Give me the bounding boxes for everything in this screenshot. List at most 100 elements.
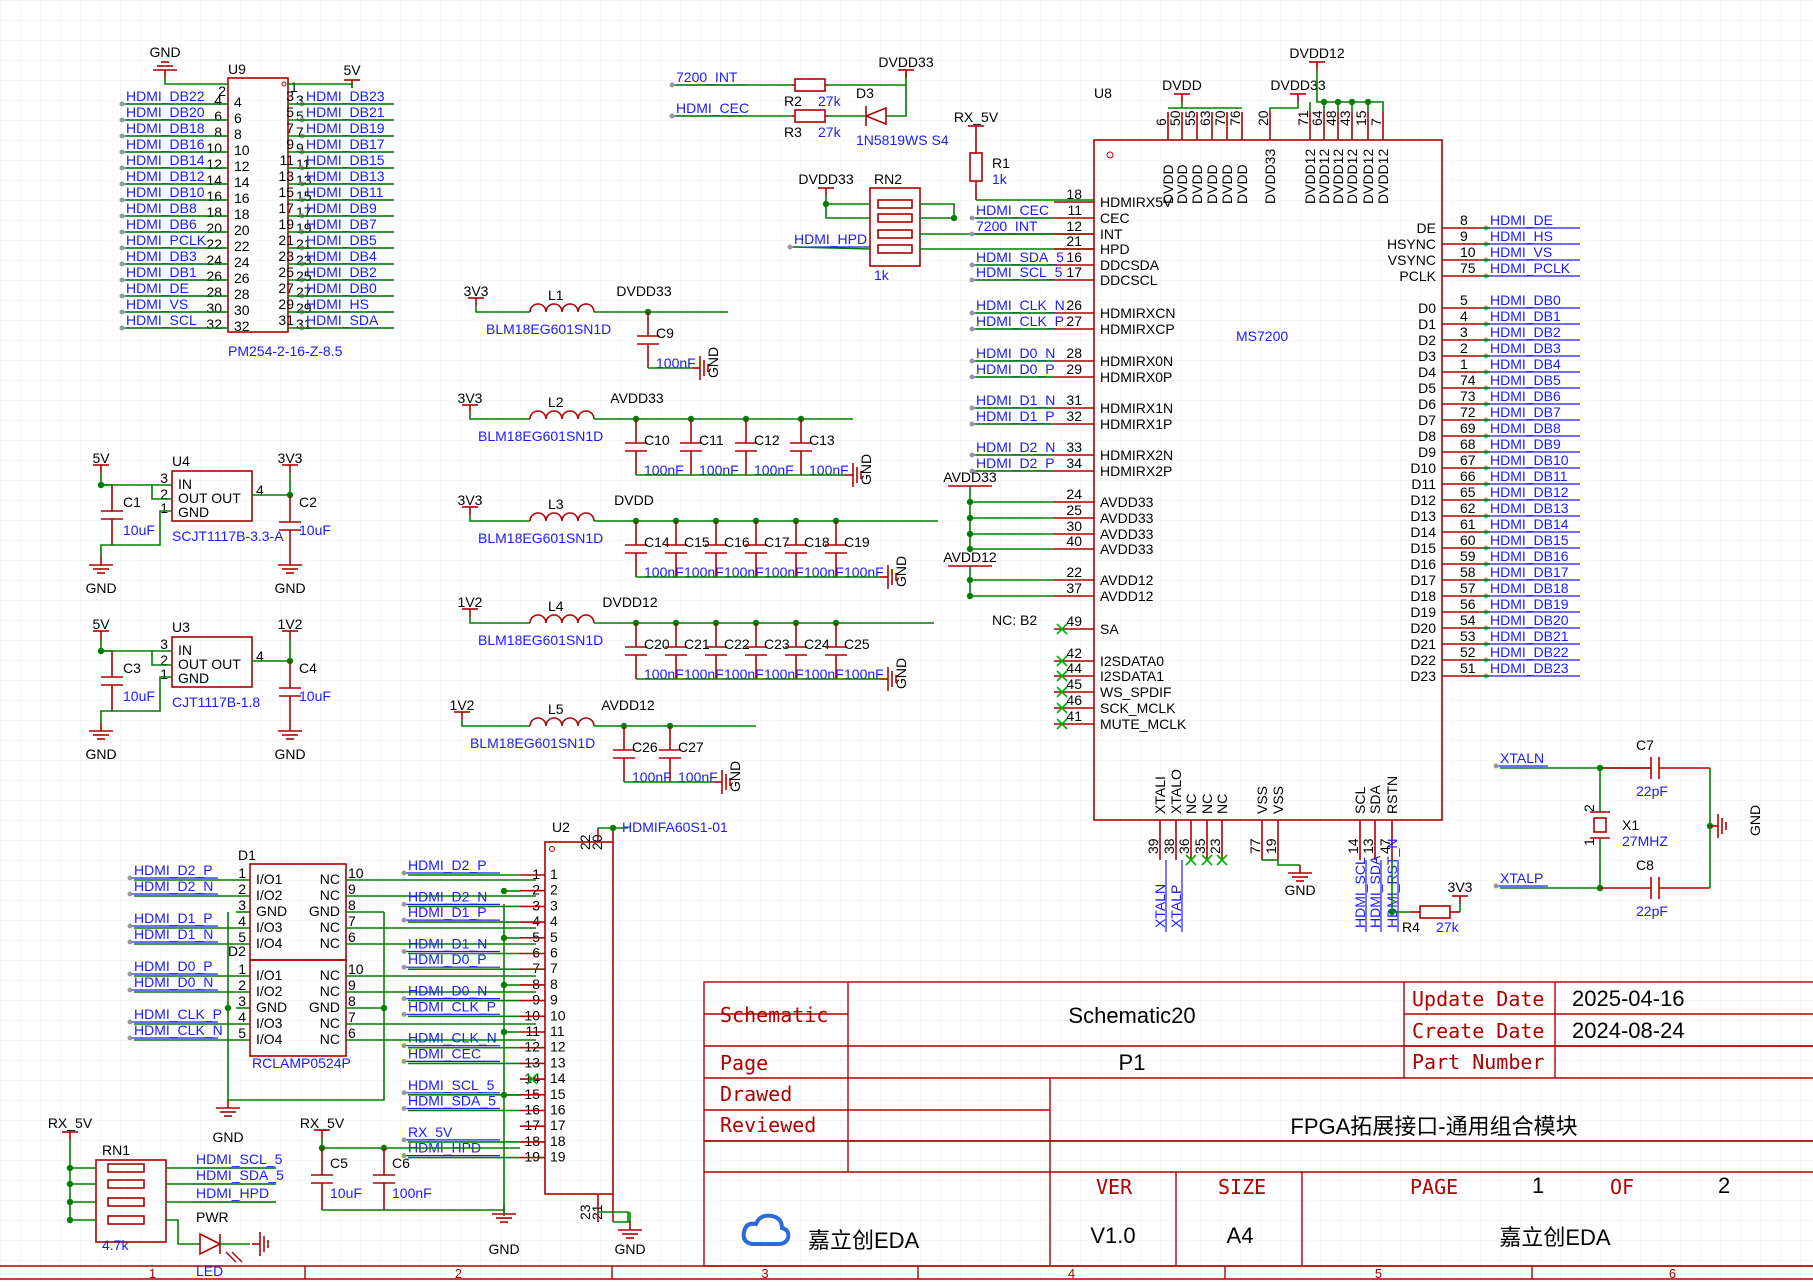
- title-block-frame: [703, 981, 1813, 1267]
- esd-pin-name: I/O4: [256, 935, 283, 951]
- u8-data-pin-name: D13: [1410, 508, 1436, 524]
- net-end-dot: [119, 245, 125, 251]
- u8-left-pin-num: 41: [1066, 708, 1082, 724]
- net-label: HDMI_DB14: [126, 152, 205, 168]
- u8-top-pin-num: 64: [1309, 110, 1325, 126]
- filter-output-label: DVDD12: [602, 594, 657, 610]
- filter-cap-ref: C24: [804, 636, 830, 652]
- filter-inductor: [529, 512, 595, 522]
- net-label: HDMI_PCLK: [126, 232, 207, 248]
- net-label: HDMI_DB13: [306, 168, 385, 184]
- rn1-body: [95, 1159, 167, 1243]
- junction-dot: [500, 887, 508, 895]
- u8-data-pin-name: D5: [1418, 380, 1436, 396]
- u8-top-pin-num: 71: [1295, 110, 1311, 126]
- junction-dot: [66, 1180, 74, 1188]
- cec-wire: [886, 85, 907, 117]
- net-end-dot: [669, 82, 675, 88]
- regulator-ref: U4: [172, 453, 190, 469]
- net-label: HDMI_DB11: [1490, 468, 1568, 484]
- u8-bottom-pin-name: NC: [1214, 794, 1230, 814]
- net-label: HDMI_SCL_5: [408, 1077, 495, 1093]
- rn1-element: [107, 1197, 145, 1207]
- u2-pin: 12: [524, 1039, 540, 1055]
- filter-cap-ref: C19: [844, 534, 870, 550]
- cin-ref: C1: [123, 494, 141, 510]
- net-label: HDMI_DB5: [306, 232, 377, 248]
- filter-wire: [469, 413, 530, 420]
- filter-cap-value: 100nF: [804, 564, 844, 580]
- u8-bottom-pin-num: 36: [1176, 838, 1192, 854]
- d3-ref: D3: [856, 85, 874, 101]
- gnd-wire: [112, 676, 172, 712]
- net-label: HDMI_D1_P: [976, 408, 1055, 424]
- u2-bot-pin: 23: [577, 1204, 593, 1220]
- net-label: HDMI_DB18: [1490, 580, 1569, 596]
- esd-pin: 7: [348, 913, 356, 929]
- net-end-dot: [119, 101, 125, 107]
- filter-inductor-ref: L3: [548, 496, 564, 512]
- regulator-ref: U3: [172, 619, 190, 635]
- u2-pin: 19: [524, 1149, 540, 1165]
- net-label: HDMI_D0_P: [408, 951, 487, 967]
- filter-inductor-part: BLM18EG601SN1D: [478, 632, 603, 648]
- u2-inner-pin: 2: [550, 882, 558, 898]
- filter-wire: [469, 617, 530, 624]
- net-label: HDMI_DB1: [126, 264, 197, 280]
- esd-pin-name: I/O3: [256, 1015, 283, 1031]
- regulator-pin: 4: [256, 648, 264, 664]
- esd-pin: 7: [348, 1009, 356, 1025]
- filter-cap-value: 100nF: [809, 462, 849, 478]
- esd-pin: 5: [238, 929, 246, 945]
- u9-inner-pin: 20: [234, 222, 250, 238]
- u8-left-pin-name: HDMIRX0P: [1100, 369, 1172, 385]
- u8-dvdd12-label: DVDD12: [1289, 45, 1344, 61]
- u8-left-pin-name: HDMIRXCN: [1100, 305, 1175, 321]
- u9-inner-pin: 17: [278, 200, 294, 216]
- u2-shield-wire: [598, 1211, 629, 1222]
- net-label: HDMI_HPD: [794, 231, 867, 247]
- u8-bottom-pin-num: 35: [1192, 838, 1208, 854]
- net-end-dot: [969, 310, 975, 316]
- u2-pin: 8: [532, 976, 540, 992]
- esd-pin: 6: [348, 929, 356, 945]
- rn1-element: [107, 1163, 145, 1173]
- u2-inner-pin: 11: [550, 1023, 565, 1039]
- net-label: HDMI_DB15: [306, 152, 385, 168]
- esd-gnd-label: GND: [212, 1129, 243, 1145]
- u9-pin: 5: [296, 108, 304, 124]
- esd-pin: 1: [238, 865, 246, 881]
- u2-inner-pin: 17: [550, 1117, 566, 1133]
- u8-left-pin-name: HDMIRX2P: [1100, 463, 1172, 479]
- net-label: HDMI_D2_P: [976, 455, 1055, 471]
- net-label: HDMI_DB10: [126, 184, 205, 200]
- filter-cap-ref: C27: [678, 739, 704, 755]
- net-end-dot: [969, 215, 975, 221]
- regulator-part: CJT1117B-1.8: [172, 694, 260, 710]
- u8-left-pin-num: 33: [1066, 439, 1082, 455]
- u8-left-pin-num: 28: [1066, 345, 1082, 361]
- u8-data-pin-num: 69: [1460, 420, 1476, 436]
- u8-left-pin-name: WS_SPDIF: [1100, 684, 1172, 700]
- filter-inductor: [529, 303, 595, 313]
- filter-cap-value: 100nF: [844, 564, 884, 580]
- filter-gnd-label: GND: [727, 761, 743, 792]
- filter-inductor: [529, 410, 595, 420]
- u8-data-pin-num: 53: [1460, 628, 1476, 644]
- u9-inner-pin: 15: [278, 184, 294, 200]
- logo-text: 嘉立创EDA: [808, 1228, 920, 1253]
- net-label: HDMI_DB23: [306, 88, 385, 104]
- xtal-gnd-label: GND: [1747, 805, 1763, 836]
- net-label: HDMI_HS: [1490, 228, 1553, 244]
- r2-value: 27k: [818, 93, 842, 109]
- u2-gnd-label: GND: [614, 1241, 645, 1257]
- schematic-label: Schematic: [720, 1003, 828, 1027]
- net-label: HDMI_DB11: [306, 184, 384, 200]
- u8-right-pin-name: DE: [1417, 220, 1436, 236]
- regulator-part: SCJT1117B-3.3-A: [172, 528, 284, 544]
- filter-cap-ref: C23: [764, 636, 790, 652]
- filter-gnd-label: GND: [858, 454, 874, 485]
- esd-pin-name: GND: [256, 999, 287, 1015]
- r2-resistor: [794, 78, 826, 92]
